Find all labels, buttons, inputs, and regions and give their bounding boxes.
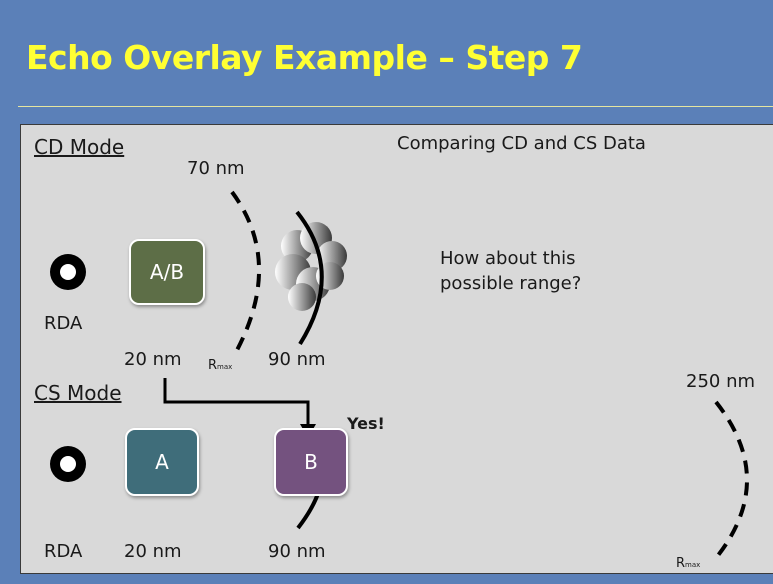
cs-rmax-range-label: 250 nm	[686, 371, 756, 392]
cd-echo-ab-label: A/B	[149, 260, 185, 284]
cd-rmax-symbol: Rmax	[208, 358, 232, 373]
cs-echo-a-range-label: 20 nm	[124, 541, 182, 562]
cs-rmax-arc	[714, 400, 749, 560]
cd-radar-marker	[50, 254, 86, 290]
cs-echo-a-label: A	[155, 450, 169, 474]
cs-echo-a: A	[125, 428, 199, 496]
cd-possible-range-label: 90 nm	[268, 349, 326, 370]
cd-rmax-range-label: 70 nm	[187, 158, 245, 179]
overlay-arrow	[163, 378, 310, 428]
answer-label: Yes!	[347, 414, 385, 433]
cs-echo-b: B	[274, 428, 348, 496]
cd-mode-label: CD Mode	[34, 135, 125, 159]
question-line-1: How about this	[440, 248, 576, 269]
cd-rmax-sub: max	[217, 363, 233, 371]
cd-possible-echo-cloud	[275, 222, 347, 311]
cd-rmax-arc	[230, 190, 261, 353]
cs-rmax-r: R	[676, 556, 686, 571]
diagram-panel	[20, 124, 773, 574]
comparison-heading: Comparing CD and CS Data	[397, 133, 646, 154]
cs-rmax-symbol: Rmax	[676, 556, 700, 571]
cs-radar-marker	[50, 446, 86, 482]
cd-rmax-r: R	[208, 358, 218, 373]
cd-echo-ab: A/B	[129, 239, 205, 305]
cs-echo-b-range-label: 90 nm	[268, 541, 326, 562]
cd-radar-label: RDA	[44, 313, 83, 334]
question-line-2: possible range?	[440, 273, 582, 294]
cs-mode-label: CS Mode	[34, 381, 122, 405]
title-divider	[18, 106, 773, 107]
cd-echo-range-label: 20 nm	[124, 349, 182, 370]
slide-title: Echo Overlay Example – Step 7	[26, 38, 583, 77]
cs-echo-b-label: B	[304, 450, 318, 474]
cs-rmax-sub: max	[685, 561, 701, 569]
cd-90nm-arc	[295, 210, 324, 346]
cs-radar-label: RDA	[44, 541, 83, 562]
